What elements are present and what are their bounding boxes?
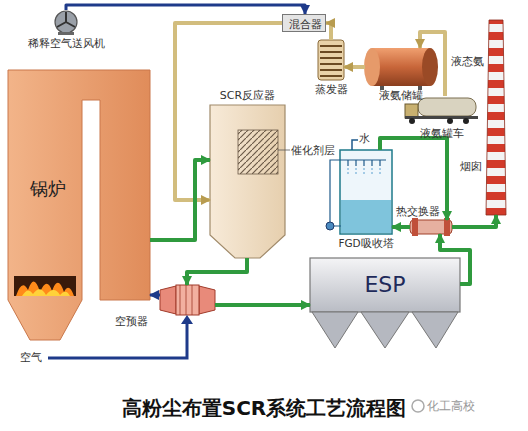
flame	[14, 276, 76, 296]
flow-label: 液态氨	[450, 55, 485, 68]
flow-line	[344, 65, 365, 69]
air-preheater-shape	[160, 285, 215, 315]
flow-line	[66, 5, 305, 14]
equipment-label: 蒸发器	[315, 83, 348, 96]
chimney-stack	[486, 20, 506, 215]
equipment-node: 液氨罐车	[405, 96, 478, 124]
equipment-node: ESP	[310, 258, 460, 312]
equipment-label: FGD吸收塔	[338, 237, 393, 250]
evaporator-coil	[318, 40, 344, 80]
equipment-node: 热交换器	[410, 220, 452, 234]
flow-line	[420, 32, 445, 96]
equipment-node: 稀释空气送风机	[52, 10, 80, 34]
equipment-node: 液氨储罐	[365, 48, 437, 86]
equipment-label: 稀释空气送风机	[28, 37, 105, 50]
equipment-label: SCR反应器	[220, 89, 275, 102]
equipment-node: FGD吸收塔	[340, 150, 392, 234]
watermark-icon	[412, 400, 424, 412]
esp-shape	[310, 258, 460, 348]
fgd-tower	[326, 150, 392, 234]
ammonia-tank	[364, 48, 438, 90]
flow-line	[150, 294, 160, 297]
equipment-label: ESP	[364, 272, 405, 298]
air-inlet-arrow	[181, 315, 193, 324]
stream-label: 水	[359, 132, 370, 145]
equipment-label: 混合器	[289, 18, 322, 31]
equipment-node: 烟囱	[486, 20, 506, 215]
scr-reactor	[210, 105, 290, 258]
equipment-label: 锅炉	[30, 178, 66, 200]
equipment-node: 空预器	[160, 285, 215, 315]
equipment-label: 液氨罐车	[420, 127, 464, 140]
fan-symbol	[55, 11, 77, 35]
heat-exchanger-shape	[410, 218, 452, 236]
flow-line	[215, 303, 310, 307]
boiler-shape	[8, 70, 150, 340]
equipment-label: 烟囱	[460, 160, 482, 173]
equipment-label: 空预器	[115, 315, 148, 328]
equipment-node: 混合器	[282, 14, 326, 32]
flow-line	[452, 215, 496, 227]
water-line	[352, 140, 358, 150]
watermark: 化工高校	[427, 400, 475, 413]
flow-line	[392, 225, 410, 229]
flow-line	[150, 160, 210, 240]
stream-label: 空气	[20, 351, 42, 364]
equipment-label: 催化剂层	[291, 144, 335, 157]
flow-line	[175, 23, 282, 200]
flow-line	[187, 258, 247, 285]
flow-line	[380, 138, 447, 220]
equipment-node: 蒸发器	[318, 40, 344, 80]
equipment-node: 锅炉	[8, 70, 150, 310]
flow-line	[326, 23, 331, 40]
flow-line	[440, 234, 470, 284]
equipment-node: SCR反应器催化剂层	[210, 105, 285, 258]
equipment-label: 液氨储罐	[379, 89, 423, 102]
equipment-label: 热交换器	[396, 205, 440, 218]
